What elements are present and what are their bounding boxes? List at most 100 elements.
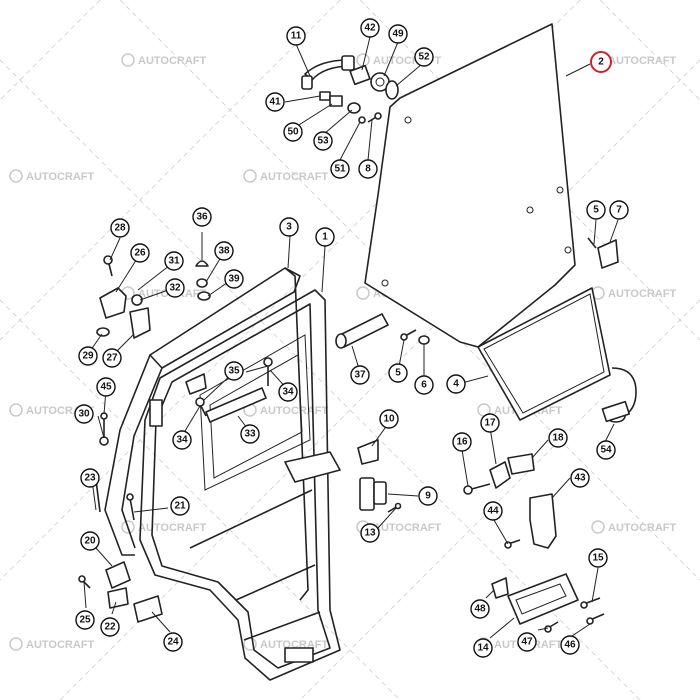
callout-33[interactable]: 33 [240,424,260,444]
callout-16[interactable]: 16 [452,432,472,452]
callout-15[interactable]: 15 [588,548,608,568]
callout-38[interactable]: 38 [214,241,234,261]
callout-42[interactable]: 42 [360,18,380,38]
part-screw-15[interactable] [580,597,601,609]
callout-22[interactable]: 22 [100,617,120,637]
callout-5b[interactable]: 5 [388,363,408,383]
part-door-glass[interactable] [364,23,576,348]
callout-7[interactable]: 7 [609,200,629,220]
part-screw-44[interactable] [504,539,521,549]
callout-6[interactable]: 6 [414,375,434,395]
part-lamp-housing[interactable] [601,367,637,423]
callout-27[interactable]: 27 [102,348,122,368]
callout-23[interactable]: 23 [80,468,100,488]
part-clamp-17[interactable] [489,461,511,489]
callout-17[interactable]: 17 [480,413,500,433]
callout-53[interactable]: 53 [313,131,333,151]
callout-47[interactable]: 47 [517,632,537,652]
part-cap-36[interactable] [195,260,209,267]
part-plate-22[interactable] [107,587,129,609]
part-door-frame[interactable] [139,289,341,681]
callout-46[interactable]: 46 [560,635,580,655]
part-lower-window-glass[interactable] [477,287,611,421]
callout-31[interactable]: 31 [164,251,184,271]
callout-1[interactable]: 1 [315,227,335,247]
part-spacer-6[interactable] [418,335,430,345]
callout-18[interactable]: 18 [548,428,568,448]
svg-text:23: 23 [84,473,96,484]
callout-43[interactable]: 43 [570,468,590,488]
part-door-seal[interactable] [104,267,309,601]
part-screw-28[interactable] [103,255,113,277]
part-nut-29[interactable] [96,327,110,337]
callout-35[interactable]: 35 [224,361,244,381]
callout-36[interactable]: 36 [192,207,212,227]
callout-13[interactable]: 13 [360,523,380,543]
callout-41[interactable]: 41 [265,92,285,112]
part-latch-block[interactable] [349,64,371,86]
callout-24[interactable]: 24 [163,632,183,652]
callout-28[interactable]: 28 [110,218,130,238]
part-screw-25[interactable] [78,575,91,589]
callout-2-highlighted[interactable]: 2 [590,51,612,73]
callout-8[interactable]: 8 [358,159,378,179]
callout-37[interactable]: 37 [350,365,370,385]
part-door-handle[interactable] [301,55,355,90]
callout-5[interactable]: 5 [586,200,606,220]
part-bracket-26[interactable] [99,287,127,319]
callout-25[interactable]: 25 [75,610,95,630]
callout-51[interactable]: 51 [330,159,350,179]
part-bracket-10[interactable] [357,439,379,465]
part-screw-45[interactable] [100,412,108,438]
callout-4[interactable]: 4 [446,374,466,394]
callout-54[interactable]: 54 [596,440,616,460]
part-washer-39[interactable] [197,291,211,301]
part-screw-47[interactable] [544,621,559,633]
callout-48[interactable]: 48 [470,599,490,619]
part-bracket-20[interactable] [105,561,131,589]
part-screw-13[interactable] [387,502,402,513]
part-plate-50[interactable] [329,95,343,107]
part-bolt-21[interactable] [126,493,135,521]
callout-29[interactable]: 29 [78,346,98,366]
callout-32[interactable]: 32 [165,278,185,298]
part-nut-38[interactable] [196,278,208,288]
callout-14[interactable]: 14 [473,638,493,658]
svg-text:10: 10 [383,414,395,425]
callout-3[interactable]: 3 [279,217,299,237]
callout-34b[interactable]: 34 [278,382,298,402]
part-clip-48[interactable] [491,577,509,599]
part-bracket-27[interactable] [129,307,151,339]
part-rod-37[interactable] [335,313,389,349]
part-nut-41[interactable] [319,91,331,101]
callout-10[interactable]: 10 [379,409,399,429]
part-nut-51[interactable] [358,116,366,124]
part-lock-assembly-14[interactable] [507,573,579,625]
callout-45[interactable]: 45 [96,377,116,397]
callout-49[interactable]: 49 [388,24,408,44]
callout-11[interactable]: 11 [286,26,306,46]
part-glass-clip[interactable] [587,237,619,269]
callout-50[interactable]: 50 [283,122,303,142]
callout-52[interactable]: 52 [414,47,434,67]
callout-26[interactable]: 26 [130,243,150,263]
part-hinge-9[interactable] [359,477,387,511]
part-screw-8[interactable] [367,112,382,123]
part-washer-30[interactable] [99,436,109,446]
callout-34a[interactable]: 34 [172,430,192,450]
part-bracket-34a[interactable] [185,373,207,395]
callout-20[interactable]: 20 [80,531,100,551]
part-strip-23[interactable] [95,479,101,513]
part-pin-32[interactable] [131,294,143,306]
part-screw-5b[interactable] [400,329,417,341]
callout-39[interactable]: 39 [224,269,244,289]
part-latch-plate-43[interactable] [529,493,557,549]
callout-30[interactable]: 30 [74,404,94,424]
callout-21[interactable]: 21 [170,496,190,516]
callout-9[interactable]: 9 [418,486,438,506]
part-ring-52[interactable] [385,80,399,100]
part-screw-46[interactable] [586,613,605,625]
callout-44[interactable]: 44 [483,501,503,521]
part-block-18[interactable] [507,453,535,475]
part-gas-strut-33[interactable] [195,357,273,423]
